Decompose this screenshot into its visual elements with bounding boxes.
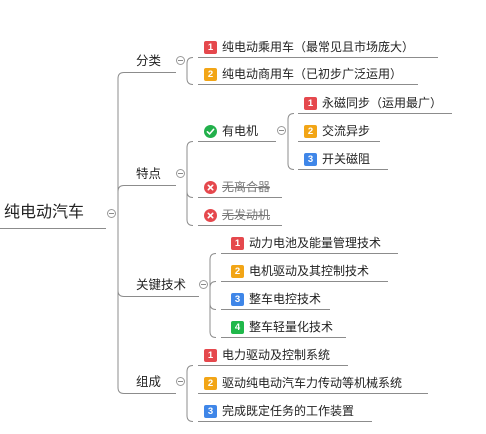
leaf-label: 驱动纯电动汽车力传动等机械系统 (222, 376, 403, 390)
leaf-label: 动力电池及能量管理技术 (249, 236, 382, 250)
branch-features[interactable]: 特点 (136, 166, 161, 182)
motor-switched-reluctance[interactable]: 3 开关磁阻 (304, 151, 370, 167)
tech-motor-drive[interactable]: 2 电机驱动及其控制技术 (231, 263, 369, 279)
collapse-toggle-icon[interactable] (176, 56, 185, 65)
leaf-label: 纯电动乘用车（最常见且市场庞大） (222, 40, 415, 54)
leaf-label: 电机驱动及其控制技术 (249, 264, 370, 278)
child-connector (186, 72, 194, 85)
branch-key-technologies[interactable]: 关键技术 (136, 277, 186, 293)
child-connector (186, 185, 194, 226)
feature-label: 无发动机 (222, 208, 271, 222)
leaf-label: 交流异步 (322, 124, 371, 138)
root-branch-connector (117, 72, 125, 229)
root-branch-connector (117, 228, 125, 394)
leaf-commercial-ev[interactable]: 2 纯电动商用车（已初步广泛运用） (204, 66, 402, 82)
priority-1-badge: 1 (231, 236, 244, 250)
priority-4-badge: 4 (231, 320, 244, 334)
collapse-toggle-icon[interactable] (176, 377, 185, 386)
priority-1-badge: 1 (304, 96, 317, 110)
priority-3-badge: 3 (304, 152, 317, 166)
feature-no-engine[interactable]: 无发动机 (204, 207, 270, 223)
root-label: 纯电动汽车 (4, 204, 85, 221)
priority-2-badge: 2 (304, 124, 317, 138)
child-connector (186, 185, 194, 198)
feature-no-clutch[interactable]: 无离合器 (204, 179, 270, 195)
comp-drive-control[interactable]: 1 电力驱动及控制系统 (204, 347, 330, 363)
leaf-label: 电力驱动及控制系统 (222, 348, 331, 362)
branch-classification[interactable]: 分类 (136, 53, 161, 69)
priority-3-badge: 3 (231, 292, 244, 306)
collapse-toggle-icon[interactable] (176, 169, 185, 178)
check-circle-icon (204, 124, 217, 138)
root-node[interactable]: 纯电动汽车 (4, 203, 84, 223)
feature-label: 有电机 (222, 124, 259, 138)
root-branch-connector (117, 228, 125, 297)
cross-circle-icon (204, 208, 217, 222)
branch-label: 特点 (136, 167, 162, 181)
comp-mechanical[interactable]: 2 驱动纯电动汽车力传动等机械系统 (204, 375, 402, 391)
child-connector (186, 141, 194, 186)
tech-lightweight[interactable]: 4 整车轻量化技术 (231, 319, 333, 335)
leaf-label: 整车轻量化技术 (249, 320, 334, 334)
comp-work-device[interactable]: 3 完成既定任务的工作装置 (204, 403, 354, 419)
collapse-toggle-icon[interactable] (107, 209, 116, 218)
branch-label: 组成 (136, 375, 162, 389)
leaf-label: 开关磁阻 (322, 152, 371, 166)
child-connector (186, 57, 194, 73)
child-connector (287, 141, 295, 170)
leaf-label: 纯电动商用车（已初步广泛运用） (222, 67, 403, 81)
priority-2-badge: 2 (204, 67, 217, 81)
root-branch-connector (117, 185, 125, 229)
priority-2-badge: 2 (231, 264, 244, 278)
leaf-passenger-ev[interactable]: 1 纯电动乘用车（最常见且市场庞大） (204, 39, 414, 55)
collapse-toggle-icon[interactable] (277, 126, 286, 135)
child-connector (209, 296, 217, 310)
branch-label: 分类 (136, 54, 162, 68)
child-connector (186, 393, 194, 422)
collapse-toggle-icon[interactable] (199, 280, 208, 289)
branch-composition[interactable]: 组成 (136, 374, 161, 390)
child-connector (186, 365, 194, 394)
leaf-label: 完成既定任务的工作装置 (222, 404, 355, 418)
priority-3-badge: 3 (204, 404, 217, 418)
branch-label: 关键技术 (136, 278, 187, 292)
tech-battery[interactable]: 1 动力电池及能量管理技术 (231, 235, 381, 251)
tech-vehicle-control[interactable]: 3 整车电控技术 (231, 291, 321, 307)
motor-ac-async[interactable]: 2 交流异步 (304, 123, 370, 139)
feature-has-motor[interactable]: 有电机 (204, 123, 258, 139)
priority-1-badge: 1 (204, 40, 217, 54)
cross-circle-icon (204, 180, 217, 194)
motor-pmsm[interactable]: 1 永磁同步（运用最广） (304, 95, 442, 111)
feature-label: 无离合器 (222, 180, 271, 194)
priority-1-badge: 1 (204, 348, 217, 362)
child-connector (209, 296, 217, 338)
leaf-label: 整车电控技术 (249, 292, 322, 306)
leaf-label: 永磁同步（运用最广） (322, 96, 443, 110)
child-connector (209, 253, 217, 297)
child-connector (209, 281, 217, 297)
child-connector (287, 113, 295, 142)
priority-2-badge: 2 (204, 376, 217, 390)
